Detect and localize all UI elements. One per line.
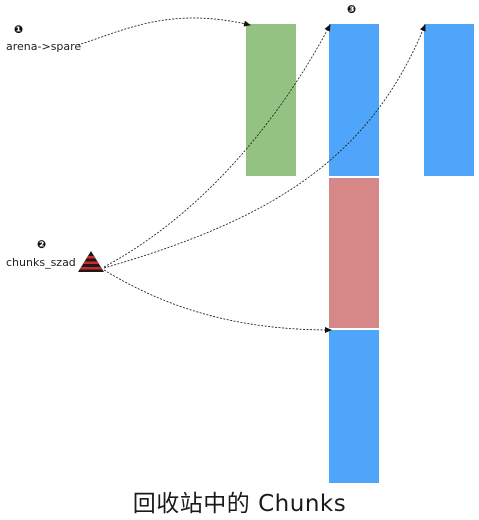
arena-spare-label: arena->spare: [6, 40, 81, 53]
blue-chunk-right: [424, 24, 474, 176]
chunks-szad-label: chunks_szad: [6, 256, 76, 269]
arrow-szad-to-blue-top: [103, 24, 331, 268]
diagram-caption: 回收站中的 Chunks: [132, 491, 347, 517]
arrow-szad-to-blue-right: [103, 24, 426, 269]
marker-2: ❷: [37, 238, 46, 251]
marker-3: ❸: [347, 3, 356, 16]
arrow-szad-to-blue-bottom: [103, 269, 332, 333]
red-chunk: [329, 178, 379, 328]
blue-chunk-bottom: [329, 330, 379, 483]
arrow-arena-to-green: [77, 17, 251, 46]
green-chunk: [246, 24, 296, 176]
red-black-tree-icon: [78, 251, 104, 272]
blue-chunk-top: [329, 24, 379, 176]
marker-1: ❶: [14, 23, 23, 36]
